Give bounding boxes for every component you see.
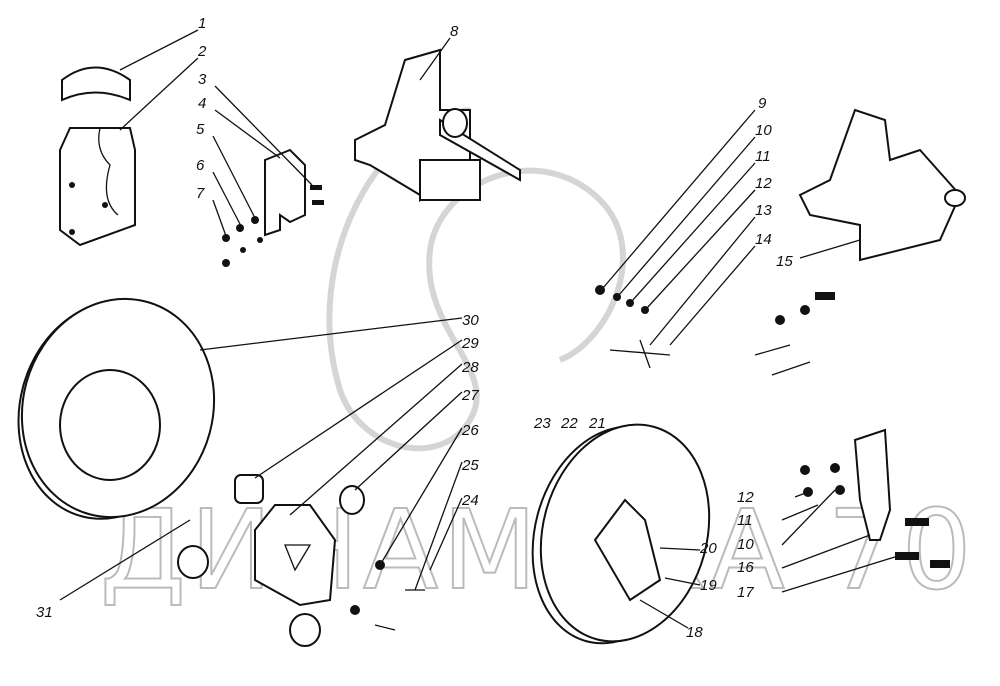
arm-16 bbox=[800, 428, 950, 568]
watermark-logo bbox=[326, 107, 626, 452]
bracket-8 bbox=[354, 48, 521, 203]
callout-23: 23 bbox=[533, 415, 551, 432]
callout-29: 29 bbox=[461, 335, 479, 352]
callout-15: 15 bbox=[776, 253, 793, 270]
callout-28: 28 bbox=[461, 359, 479, 376]
callout-31: 31 bbox=[36, 604, 53, 621]
callout-20: 20 bbox=[699, 540, 717, 557]
callout-9: 9 bbox=[758, 95, 767, 112]
callout-7: 7 bbox=[196, 185, 205, 202]
callout-14: 14 bbox=[755, 231, 772, 248]
callout-26: 26 bbox=[461, 422, 479, 439]
callout-10: 10 bbox=[755, 122, 772, 139]
callout-27: 27 bbox=[461, 387, 479, 404]
callout-24: 24 bbox=[461, 492, 479, 509]
callout-11: 11 bbox=[755, 148, 771, 165]
callout-2: 2 bbox=[197, 43, 207, 60]
callout-18: 18 bbox=[686, 624, 703, 641]
callout-10b: 10 bbox=[737, 536, 754, 553]
callout-6: 6 bbox=[196, 157, 205, 174]
callout-5: 5 bbox=[196, 121, 205, 138]
callout-3: 3 bbox=[198, 71, 207, 88]
callout-12b: 12 bbox=[737, 489, 754, 506]
callout-25: 25 bbox=[461, 457, 479, 474]
callout-19: 19 bbox=[700, 577, 717, 594]
disc-18 bbox=[531, 423, 711, 645]
callout-13: 13 bbox=[755, 202, 772, 219]
leader-lines bbox=[59, 29, 899, 629]
callout-labels: 1 2 3 4 5 6 7 8 9 10 11 12 13 14 15 30 2… bbox=[36, 15, 793, 641]
clamp-part bbox=[59, 66, 136, 247]
callout-22: 22 bbox=[560, 415, 578, 432]
bracket-small bbox=[222, 148, 324, 267]
disc-30 bbox=[17, 297, 216, 520]
callout-12: 12 bbox=[755, 175, 772, 192]
callout-1: 1 bbox=[198, 15, 206, 32]
hub-parts bbox=[177, 474, 425, 647]
callout-11b: 11 bbox=[737, 512, 753, 529]
callout-16: 16 bbox=[737, 559, 754, 576]
callout-17: 17 bbox=[737, 584, 754, 601]
callout-8: 8 bbox=[450, 23, 459, 40]
bracket-15 bbox=[798, 108, 966, 262]
callout-21: 21 bbox=[588, 415, 606, 432]
fasteners-9-14 bbox=[595, 285, 835, 376]
callout-30: 30 bbox=[462, 312, 479, 329]
callout-4: 4 bbox=[198, 95, 206, 112]
